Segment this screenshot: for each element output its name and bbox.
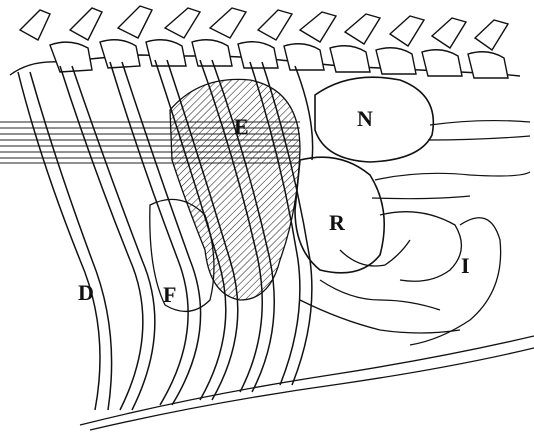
label-r: R [329,212,345,234]
abdominal-wall [80,336,534,430]
label-f: F [163,284,176,306]
organ-n [315,77,530,162]
label-n: N [357,108,373,130]
hatched-organ-e [170,79,300,300]
label-i: I [461,255,470,277]
vertebral-column [10,6,520,78]
label-d: D [78,282,94,304]
label-e: E [234,116,249,138]
